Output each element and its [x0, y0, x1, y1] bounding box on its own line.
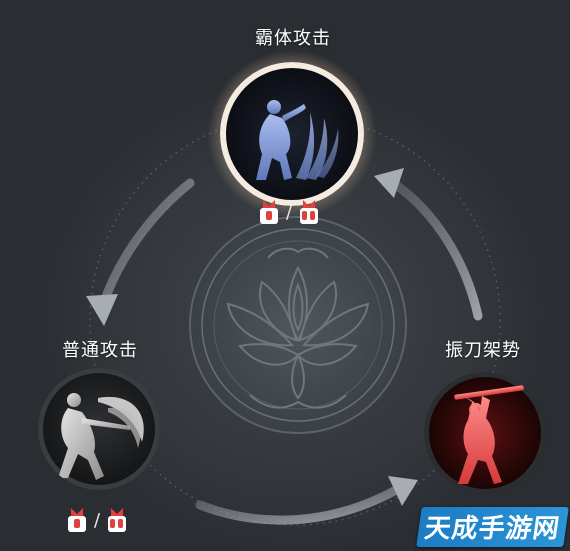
counter-separator: /	[94, 509, 101, 531]
cycle-arrow-icon	[86, 178, 195, 326]
skill-node-right[interactable]	[424, 372, 546, 494]
skill-node-top[interactable]	[220, 62, 364, 206]
lotus-emblem-icon	[189, 216, 407, 434]
dotted-ring	[89, 114, 501, 526]
counter-fist-icon	[68, 508, 86, 532]
skill-silhouette-icon	[424, 372, 546, 494]
site-watermark: 天成手游网	[416, 507, 569, 547]
counter-separator: /	[286, 201, 293, 223]
skill-silhouette-icon	[38, 368, 160, 490]
skill-silhouette-icon	[220, 62, 364, 206]
skill-node-left[interactable]	[38, 368, 160, 490]
skill-name-right: 振刀架势	[445, 340, 521, 361]
cycle-arrow-icon	[374, 168, 483, 321]
counter-row-left: /	[66, 506, 128, 534]
cycle-arrow-icon	[195, 476, 418, 525]
counter-fist-icon	[108, 508, 127, 532]
counter-fist-icon	[260, 200, 278, 224]
counter-row-top: /	[258, 198, 320, 226]
counter-fist-icon	[300, 200, 319, 224]
skill-name-left: 普通攻击	[62, 340, 138, 361]
skill-name-top: 霸体攻击	[255, 28, 331, 49]
